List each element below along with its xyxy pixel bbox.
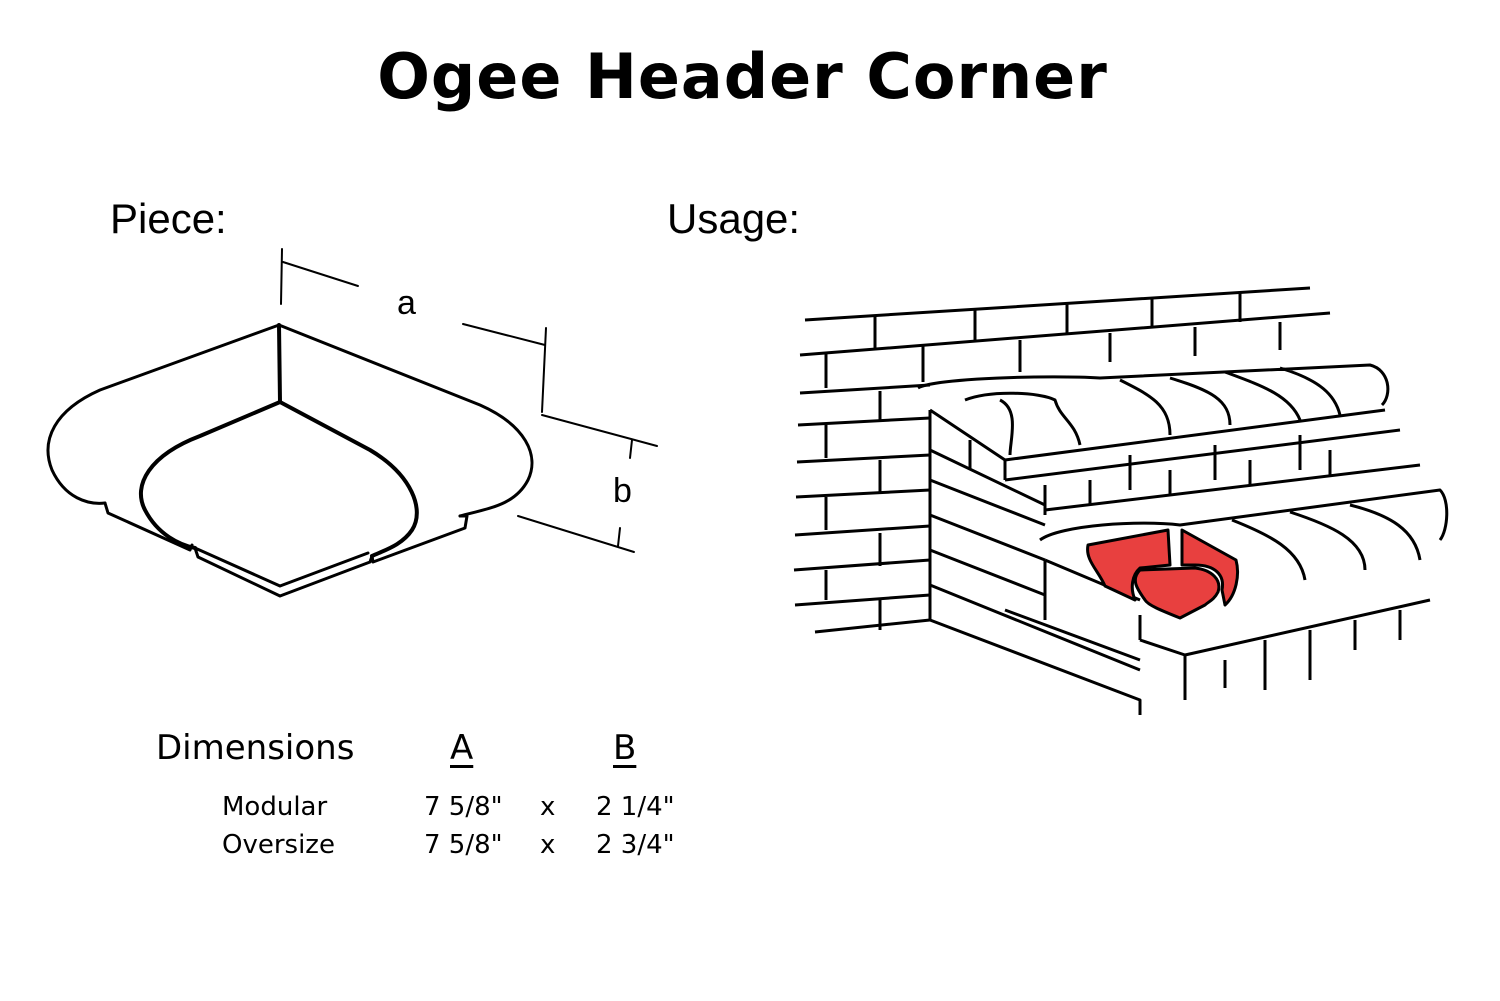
highlight-center-piece: [1133, 566, 1221, 620]
row-name: Modular: [222, 792, 328, 822]
upper-step-joints: [968, 435, 1332, 505]
column-b-header: B: [613, 728, 637, 768]
dim-b-tick-top: [629, 439, 633, 459]
dimensions-heading: Dimensions: [156, 728, 355, 768]
row-separator: x: [540, 792, 556, 822]
dim-a-label: a: [397, 284, 416, 322]
dim-b-line-top: [541, 414, 658, 447]
row-separator: x: [540, 830, 556, 860]
piece-base-right: [370, 514, 469, 564]
dim-a-tick-left: [280, 248, 283, 305]
dim-a-line-left: [282, 261, 359, 287]
highlight-left-piece: [1086, 528, 1172, 602]
row-name: Oversize: [222, 830, 335, 860]
row-b-value: 2 3/4": [596, 830, 675, 860]
usage-label: Usage:: [667, 195, 801, 242]
lower-step-joints: [1223, 610, 1402, 690]
row-a-value: 7 5/8": [424, 830, 503, 860]
lower-step-rows: [929, 478, 1141, 672]
wall-back-rows: [793, 286, 1331, 634]
dim-a-tick-right: [541, 327, 547, 413]
column-a-header: A: [450, 728, 474, 768]
lower-header-row: [1039, 488, 1449, 581]
piece-base-center: [193, 546, 374, 598]
highlight-right-piece: [1180, 528, 1240, 607]
upper-header-row: [917, 363, 1390, 456]
wall-back-joints: [824, 293, 1282, 630]
dim-a-line-right: [462, 323, 546, 346]
row-a-value: 7 5/8": [424, 792, 503, 822]
lower-step-front: [929, 558, 1431, 715]
dim-b-tick-bottom: [617, 527, 621, 547]
highlighted-corner-piece: [1086, 528, 1240, 620]
dim-b-label: b: [613, 472, 632, 510]
dim-b-line-bottom: [517, 515, 635, 553]
piece-outline: [46, 323, 534, 518]
row-b-value: 2 1/4": [596, 792, 675, 822]
piece-label: Piece:: [110, 195, 227, 242]
page-title: Ogee Header Corner: [377, 40, 1108, 113]
piece-ogee-curve: [138, 400, 419, 558]
piece-corner-edge: [277, 323, 282, 404]
piece-base-left: [103, 501, 194, 552]
